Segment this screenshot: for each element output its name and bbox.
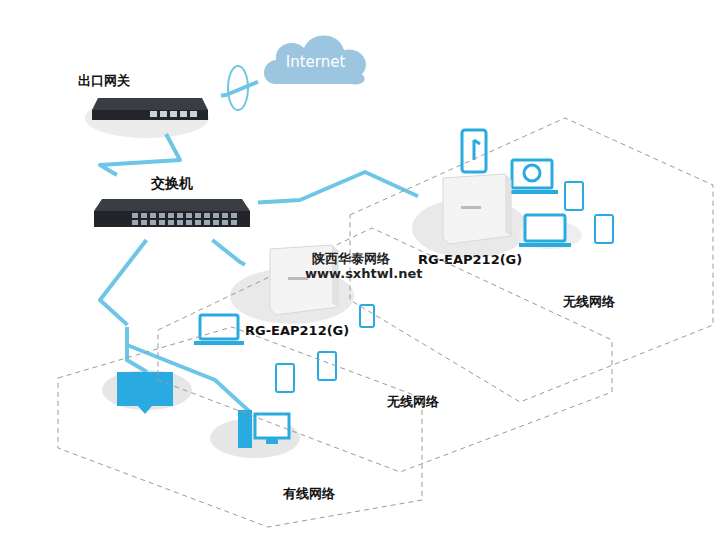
device-shadow (85, 98, 209, 138)
region-label: 无线网络 (563, 293, 615, 311)
tv-icon (117, 372, 173, 406)
tablet-icon (276, 364, 294, 392)
network-cable (221, 82, 258, 96)
watermark: www.sxhtwl.net (305, 266, 422, 281)
device-label: 出口网关 (78, 72, 221, 90)
wireless-region: 无线网络 RG-EAP212(G) (345, 115, 715, 405)
network-cable (100, 134, 180, 175)
device-label: Internet (286, 53, 346, 71)
region-outline (55, 325, 425, 530)
device-label: RG-EAP212(G) (245, 323, 349, 338)
device-image (90, 90, 210, 124)
region-outline (345, 115, 715, 405)
tablet-icon (565, 182, 583, 210)
watermark: 陕西华泰网络 (312, 250, 390, 268)
network-cable (100, 240, 146, 325)
network-cable (258, 172, 418, 202)
region-label: 无线网络 (387, 393, 439, 411)
laptop-base (519, 243, 571, 247)
phone-icon (462, 130, 486, 172)
device-label: RG-EAP212(G) (418, 252, 522, 267)
tablet-icon (595, 215, 613, 243)
tablet-icon (360, 305, 374, 327)
device-image (92, 193, 252, 233)
browser-icon (524, 165, 540, 181)
laptop-icon (525, 215, 565, 241)
cloud-node: Internet (258, 28, 373, 88)
switch-device: 交换机 (85, 175, 258, 240)
laptop-base (506, 190, 558, 194)
tablet-icon (318, 352, 336, 380)
pc-monitor (255, 414, 289, 438)
gateway-device: 出口网关 (78, 72, 221, 134)
pc-tower (238, 410, 252, 448)
tv-stand (138, 406, 152, 414)
device-image (435, 172, 515, 246)
music-note (474, 140, 480, 160)
device-shadow (102, 370, 192, 410)
network-cable (212, 240, 245, 265)
wired-region: 有线网络 (55, 325, 425, 530)
laptop-base (194, 341, 244, 345)
pc-stand (266, 438, 278, 444)
device-label: 交换机 (85, 175, 258, 193)
region-label: 有线网络 (283, 485, 335, 503)
laptop-icon (512, 160, 552, 188)
